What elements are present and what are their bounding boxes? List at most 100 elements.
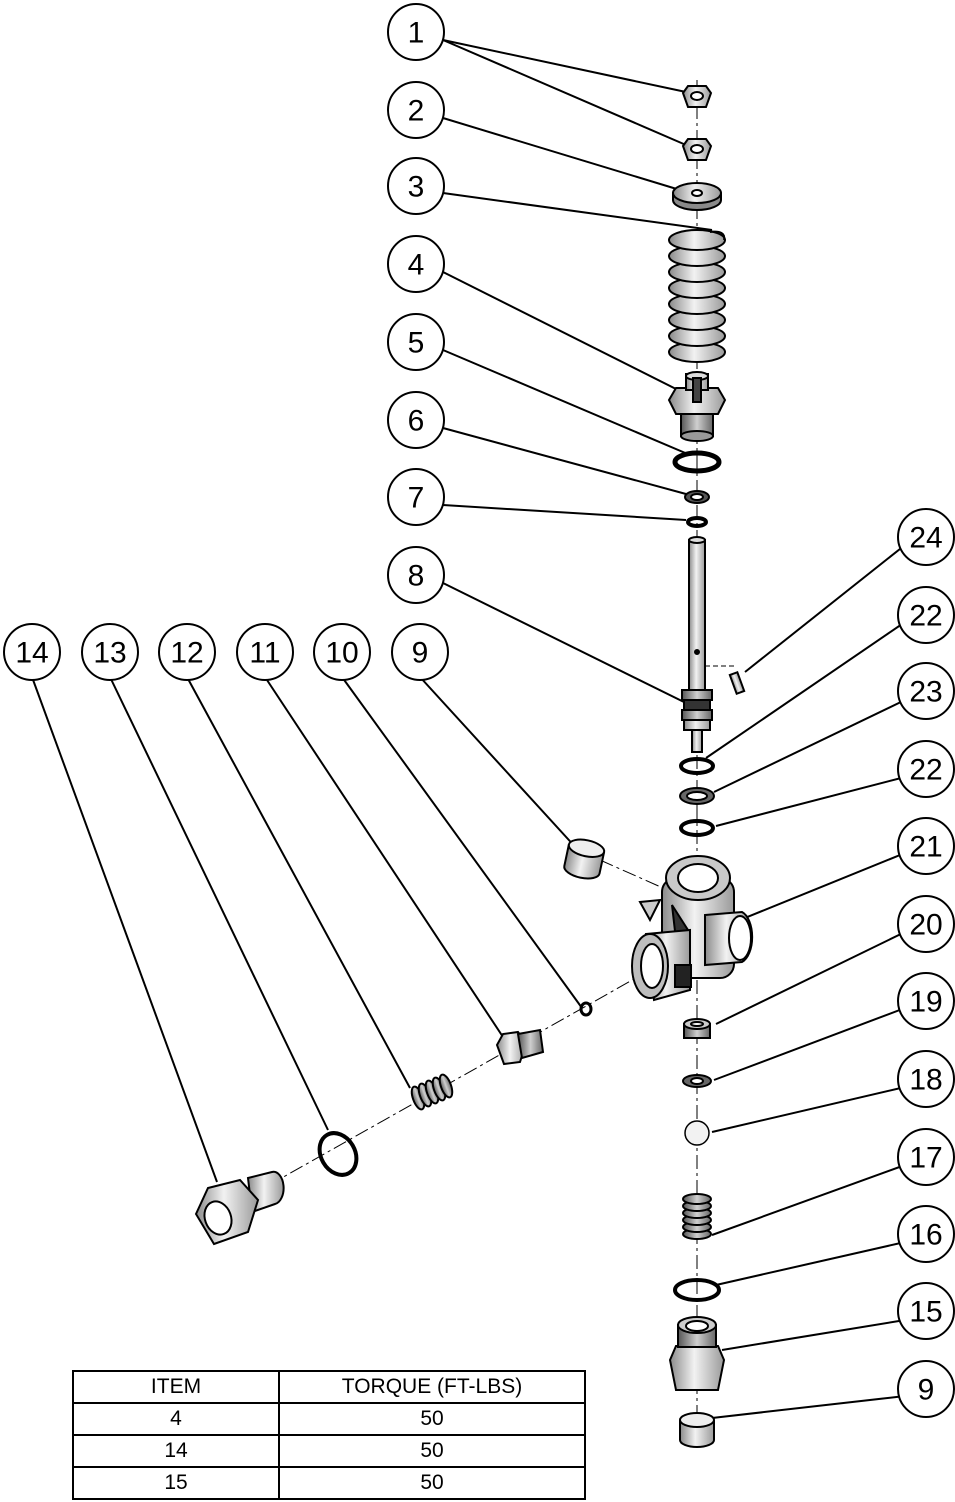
callout-10: 10 [313, 623, 371, 681]
part-17-spring [682, 1193, 712, 1240]
callout-number: 18 [909, 1064, 942, 1097]
cell-torque: 50 [278, 1402, 586, 1436]
callout-20: 20 [897, 895, 955, 953]
callout-circle [897, 662, 955, 720]
cell-item: 14 [72, 1434, 280, 1468]
part-8-piston [681, 536, 713, 753]
part-22-backup-ring-upper [679, 757, 715, 775]
callout-number: 12 [170, 637, 203, 670]
callout-circle [897, 1360, 955, 1418]
part-12-spring [410, 1073, 454, 1111]
callout-number: 23 [909, 676, 942, 709]
part-9-plug-upper [563, 838, 606, 880]
callout-number: 21 [909, 831, 942, 864]
header-item: ITEM [72, 1370, 280, 1404]
callout-21: 21 [897, 817, 955, 875]
table-row: 15 50 [72, 1466, 586, 1500]
callout-number: 15 [909, 1296, 942, 1329]
callout-9: 9 [897, 1360, 955, 1418]
callout-4: 4 [387, 235, 445, 293]
callout-13: 13 [81, 623, 139, 681]
part-18-ball [684, 1120, 710, 1146]
callout-number: 16 [909, 1219, 942, 1252]
cell-torque: 50 [278, 1434, 586, 1468]
callout-16: 16 [897, 1205, 955, 1263]
part-10-oring [579, 1001, 593, 1017]
callout-circle [387, 3, 445, 61]
callout-number: 13 [93, 637, 126, 670]
callout-circle [387, 391, 445, 449]
callout-2: 2 [387, 81, 445, 139]
callout-circle [897, 586, 955, 644]
part-6-washer [684, 490, 710, 504]
callout-18: 18 [897, 1050, 955, 1108]
callout-number: 1 [408, 17, 425, 50]
callout-number: 2 [408, 95, 425, 128]
part-14-fitting [194, 1170, 285, 1246]
part-11-seat [495, 1028, 545, 1066]
callout-8: 8 [387, 546, 445, 604]
callout-number: 20 [909, 909, 942, 942]
table-header-row: ITEM TORQUE (FT-LBS) [72, 1370, 586, 1404]
callout-circle [897, 508, 955, 566]
callout-22: 22 [897, 586, 955, 644]
callout-number: 17 [909, 1142, 942, 1175]
part-7-oring [686, 516, 708, 528]
callout-19: 19 [897, 972, 955, 1030]
callout-circle [897, 1282, 955, 1340]
callout-14: 14 [3, 623, 61, 681]
callout-9: 9 [391, 623, 449, 681]
callout-circle [387, 235, 445, 293]
part-24-pin [705, 665, 746, 696]
callout-circle [158, 623, 216, 681]
header-torque: TORQUE (FT-LBS) [278, 1370, 586, 1404]
callout-circle [391, 623, 449, 681]
table-row: 14 50 [72, 1434, 586, 1468]
callout-circle [897, 1128, 955, 1186]
leader-lines [31, 39, 906, 1419]
part-23-seal [679, 787, 715, 805]
callout-number: 7 [408, 482, 425, 515]
cell-item: 15 [72, 1466, 280, 1500]
callout-number: 19 [909, 986, 942, 1019]
callout-number: 22 [909, 754, 942, 787]
callout-number: 10 [325, 637, 358, 670]
callout-number: 24 [909, 522, 942, 555]
cell-torque: 50 [278, 1466, 586, 1500]
center-lines [224, 80, 698, 1440]
callout-circle [897, 817, 955, 875]
callout-circle [313, 623, 371, 681]
callout-1: 1 [387, 3, 445, 61]
part-2-washer [672, 182, 722, 211]
part-20-seat [683, 1018, 711, 1039]
callout-circle [897, 972, 955, 1030]
callout-circle [387, 468, 445, 526]
callout-15: 15 [897, 1282, 955, 1340]
callout-24: 24 [897, 508, 955, 566]
callout-number: 4 [408, 249, 425, 282]
part-4-adjuster-cap [667, 371, 727, 442]
part-3-spring [668, 229, 726, 363]
callout-circle [897, 895, 955, 953]
part-13-oring [317, 1131, 359, 1177]
callout-circle [387, 81, 445, 139]
callout-17: 17 [897, 1128, 955, 1186]
callout-number: 5 [408, 327, 425, 360]
part-16-oring [673, 1278, 721, 1302]
callout-circle [387, 157, 445, 215]
cell-item: 4 [72, 1402, 280, 1436]
callout-number: 14 [15, 637, 48, 670]
callout-circle [387, 313, 445, 371]
callout-number: 9 [412, 637, 429, 670]
callout-circle [3, 623, 61, 681]
callout-7: 7 [387, 468, 445, 526]
callout-circle [897, 1205, 955, 1263]
callout-circle [897, 1050, 955, 1108]
callout-number: 11 [249, 637, 280, 670]
callout-12: 12 [158, 623, 216, 681]
callout-circle [236, 623, 294, 681]
callout-5: 5 [387, 313, 445, 371]
part-22-backup-ring-lower [679, 819, 715, 837]
